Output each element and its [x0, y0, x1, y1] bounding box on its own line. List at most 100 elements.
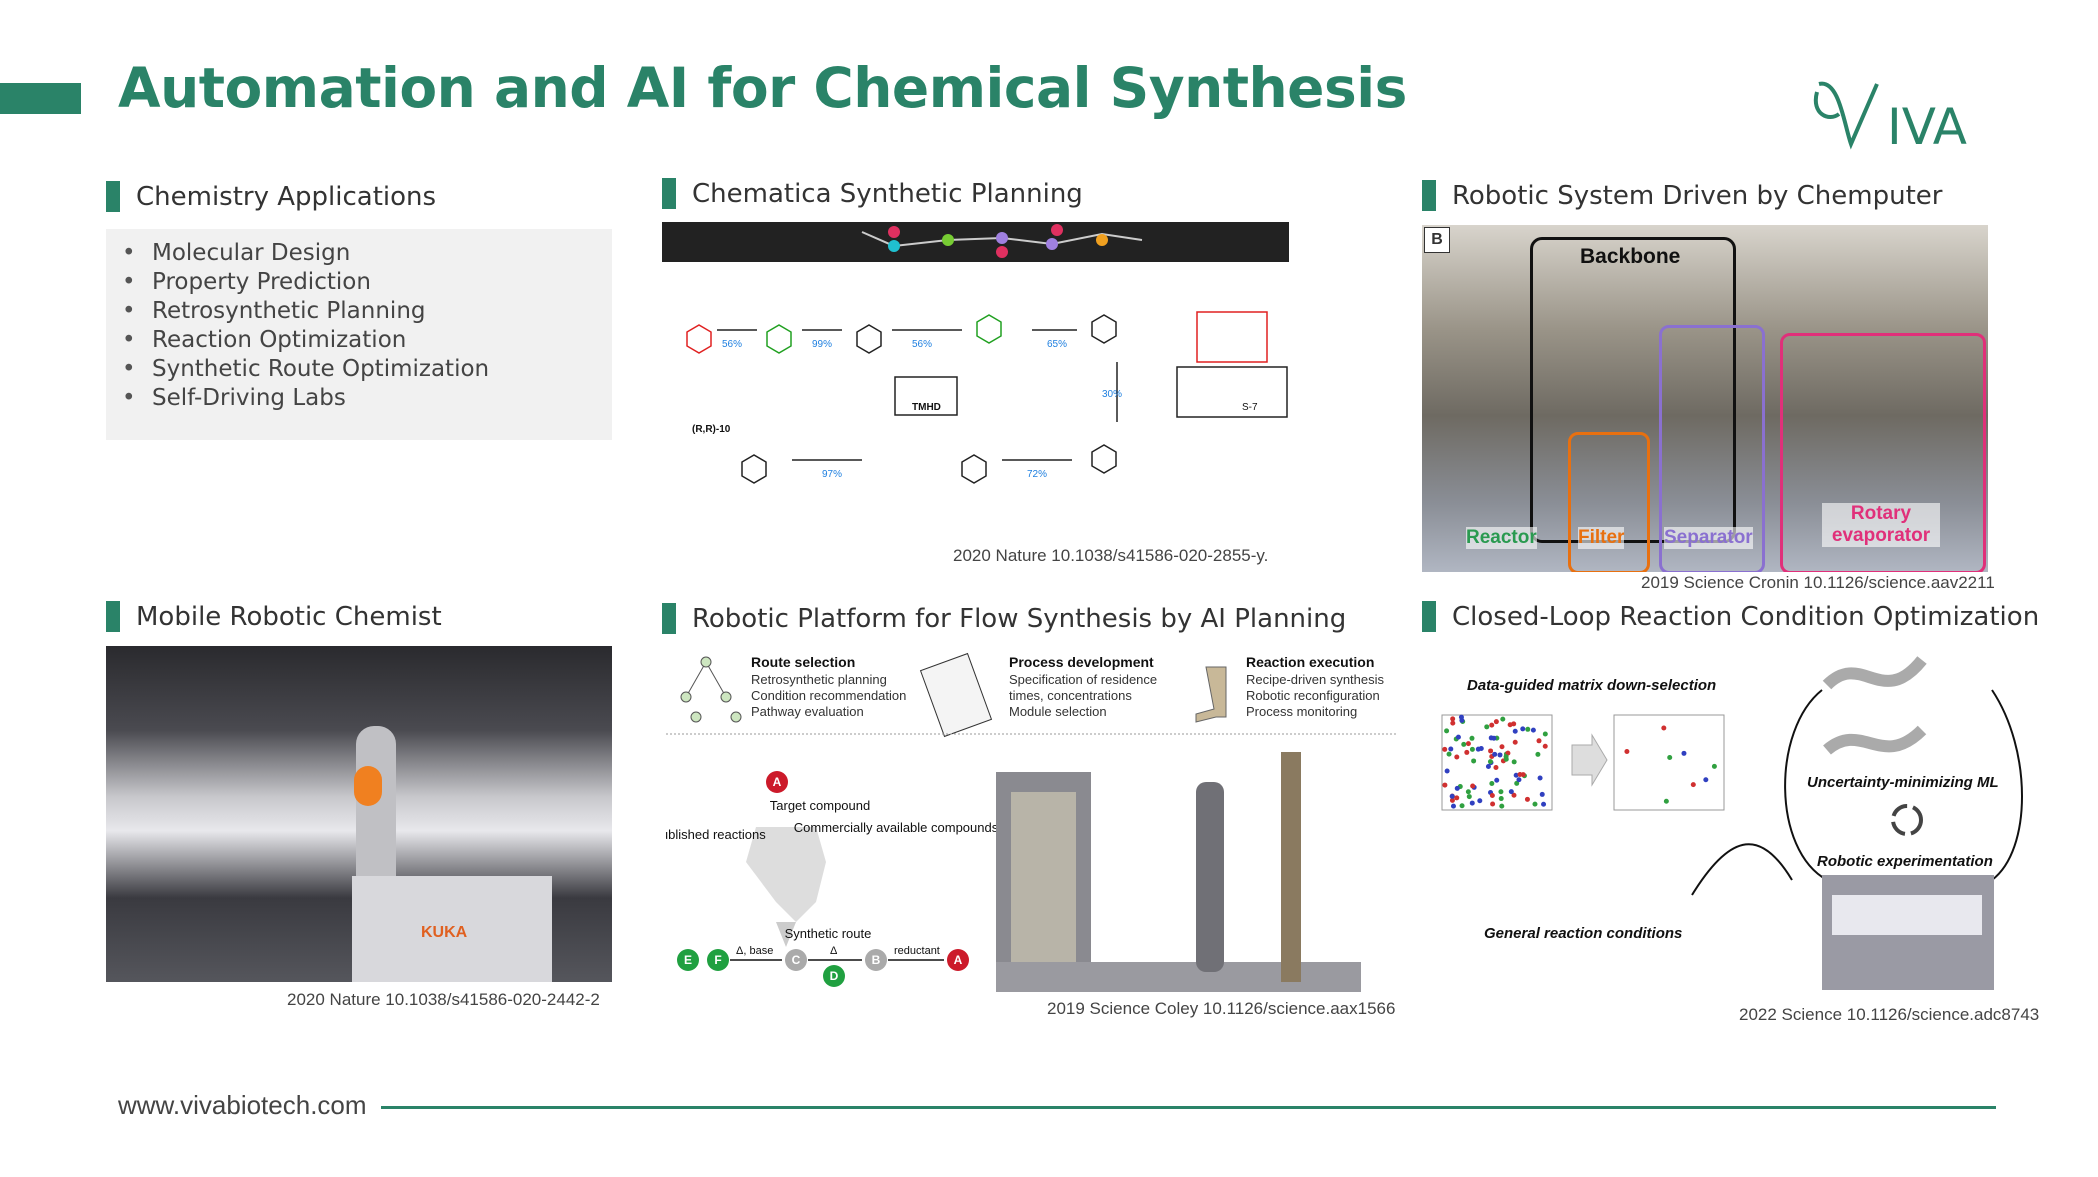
bullet: Robotic reconfiguration	[1246, 688, 1380, 703]
step-title: Reaction execution	[1246, 654, 1375, 670]
matrix-dot	[1493, 719, 1499, 725]
mobile-robot-photo: KUKA	[106, 646, 612, 982]
partner-label: S-7	[1242, 402, 1258, 413]
arrow-label: reductant	[894, 945, 940, 957]
section-header-chemputer: Robotic System Driven by Chemputer	[1422, 180, 1942, 211]
yield-label: 30%	[1102, 389, 1122, 400]
matrix-dot	[1511, 792, 1517, 798]
rotary-evaporator-label: Rotary evaporator	[1822, 503, 1940, 547]
list-item: Molecular Design	[122, 239, 612, 268]
section-header-closed-loop: Closed-Loop Reaction Condition Optimizat…	[1422, 601, 2039, 632]
node-e: E	[684, 953, 692, 967]
step-title: Process development	[1009, 654, 1154, 670]
matrix-dot	[1469, 746, 1475, 752]
matrix-dot	[1516, 777, 1522, 783]
node-c: C	[792, 953, 801, 967]
matrix-dot	[1494, 777, 1500, 783]
bullet: Process monitoring	[1246, 704, 1358, 719]
reagent-label: TMHD	[912, 402, 941, 413]
published-reactions-label: Published reactions	[666, 827, 766, 842]
general-conditions-label: General reaction conditions	[1484, 925, 1683, 942]
closed-loop-graphics	[1441, 656, 2023, 990]
matrix-dot	[1471, 758, 1477, 764]
matrix-dot	[1541, 801, 1547, 807]
panel-label: B	[1424, 227, 1450, 253]
matrix-dot	[1459, 803, 1465, 809]
yield-label: 65%	[1047, 339, 1067, 350]
matrix-dot	[1465, 741, 1471, 747]
bullet: Module selection	[1009, 704, 1107, 719]
rotary-outline	[1780, 333, 1986, 572]
footer-divider	[381, 1106, 1996, 1109]
target-compound-label: Target compound	[770, 798, 870, 813]
chemputer-photo: B Backbone Reactor Filter Separator Rota…	[1422, 225, 1988, 572]
matrix-dot	[1525, 726, 1531, 732]
matrix-dot	[1490, 801, 1496, 807]
robot-base	[352, 876, 552, 982]
matrix-dot	[1508, 789, 1514, 795]
selected-dot	[1711, 763, 1717, 769]
matrix-dot	[1512, 739, 1518, 745]
selected-dot	[1690, 782, 1696, 788]
matrix-dot	[1524, 796, 1530, 802]
viva-logo: IVA	[1813, 81, 1967, 150]
separator-outline	[1659, 325, 1765, 572]
matrix-dot	[1520, 726, 1526, 732]
matrix-dot	[1497, 752, 1503, 758]
list-item: Retrosynthetic Planning	[122, 297, 612, 326]
selected-dot	[1703, 777, 1709, 783]
closed-loop-caption: 2022 Science 10.1126/science.adc8743	[1739, 1005, 2040, 1024]
matrix-dot	[1446, 751, 1452, 757]
yield-label: 97%	[822, 469, 842, 480]
matrix-dot	[1487, 759, 1493, 765]
matrix-dot	[1517, 772, 1523, 778]
matrix-dot	[1530, 727, 1536, 733]
matrix-dot	[1499, 744, 1505, 750]
matrix-dot	[1455, 734, 1461, 740]
yield-label: 56%	[722, 339, 742, 350]
section-title: Chematica Synthetic Planning	[692, 178, 1083, 209]
footer-url[interactable]: www.vivabiotech.com	[118, 1090, 367, 1120]
section-title: Mobile Robotic Chemist	[136, 601, 442, 632]
yield-label: 99%	[812, 339, 832, 350]
matrix-dot	[1484, 724, 1490, 730]
matrix-label: Data-guided matrix down-selection	[1467, 677, 1717, 694]
section-header-flow-synthesis: Robotic Platform for Flow Synthesis by A…	[662, 603, 1346, 634]
matrix-dot	[1454, 754, 1460, 760]
list-item: Self-Driving Labs	[122, 384, 612, 413]
matrix-dot	[1450, 720, 1456, 726]
section-header-mobile-robotic-chemist: Mobile Robotic Chemist	[106, 601, 442, 632]
matrix-dot	[1465, 789, 1471, 795]
robot-joint	[354, 766, 382, 806]
matrix-dot	[1511, 759, 1517, 765]
node-a: A	[954, 953, 963, 967]
step-title: Route selection	[751, 654, 856, 670]
matrix-dot	[1475, 746, 1481, 752]
matrix-dot	[1498, 796, 1504, 802]
matrix-dot	[1444, 768, 1450, 774]
matrix-dot	[1537, 775, 1543, 781]
list-item: Reaction Optimization	[122, 326, 612, 355]
selected-dot	[1681, 750, 1687, 756]
flow-caption: 2019 Science Coley 10.1126/science.aax15…	[1047, 999, 1396, 1018]
separator-label: Separator	[1664, 527, 1753, 549]
selected-dot	[1663, 798, 1669, 804]
list-item: Synthetic Route Optimization	[122, 355, 612, 384]
synthetic-route-label: Synthetic route	[785, 926, 872, 941]
reaction-scheme: 56%99%56%65%30%72%97% (R,R)-10 TMHD S-7	[686, 311, 1288, 484]
matrix-dot	[1499, 803, 1505, 809]
bullet: Pathway evaluation	[751, 704, 864, 719]
reactor-label: Reactor	[1466, 527, 1537, 549]
filter-outline	[1568, 432, 1650, 572]
node-b: B	[872, 953, 881, 967]
matrix-dot	[1470, 783, 1476, 789]
matrix-dot	[1493, 764, 1499, 770]
matrix-dot	[1491, 735, 1497, 741]
node-f: F	[714, 953, 721, 967]
matrix-dot	[1477, 798, 1483, 804]
matrix-dot	[1535, 751, 1541, 757]
matrix-dot	[1489, 722, 1495, 728]
matrix-dot	[1532, 801, 1538, 807]
